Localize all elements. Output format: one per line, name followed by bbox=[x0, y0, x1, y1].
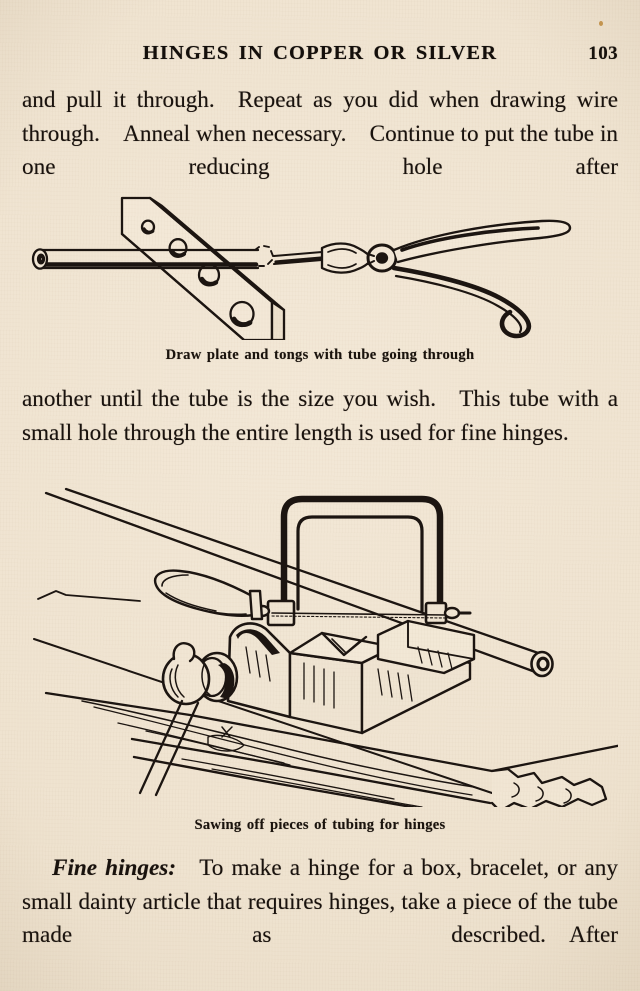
paragraph-3: Fine hinges: To make a hinge for a box, … bbox=[22, 852, 618, 953]
paragraph-1: and pull it through. Repeat as you did w… bbox=[22, 87, 618, 180]
run-in-heading: Fine hinges: bbox=[52, 855, 177, 881]
paragraph-3-text: To make a hinge for a box, bracelet, or … bbox=[22, 855, 618, 948]
figure-1-caption: Draw plate and tongs with tube going thr… bbox=[165, 347, 475, 363]
paragraph-2: another until the tube is the size you w… bbox=[22, 386, 618, 446]
figure-sawing-tubing: Sawing off pieces of tubing for hinges bbox=[22, 487, 618, 839]
sawing-tubing-illustration bbox=[33, 487, 618, 807]
paper-foxing-speck bbox=[599, 21, 603, 26]
figure-draw-plate: Draw plate and tongs with tube going thr… bbox=[22, 190, 618, 370]
figure-2-caption: Sawing off pieces of tubing for hinges bbox=[194, 817, 446, 833]
page-number: 103 bbox=[588, 43, 618, 64]
draw-plate-and-tongs-illustration bbox=[31, 196, 572, 340]
page-title: HINGES IN COPPER OR SILVER bbox=[142, 42, 498, 64]
running-head: HINGES IN COPPER OR SILVER 103 bbox=[22, 42, 618, 68]
